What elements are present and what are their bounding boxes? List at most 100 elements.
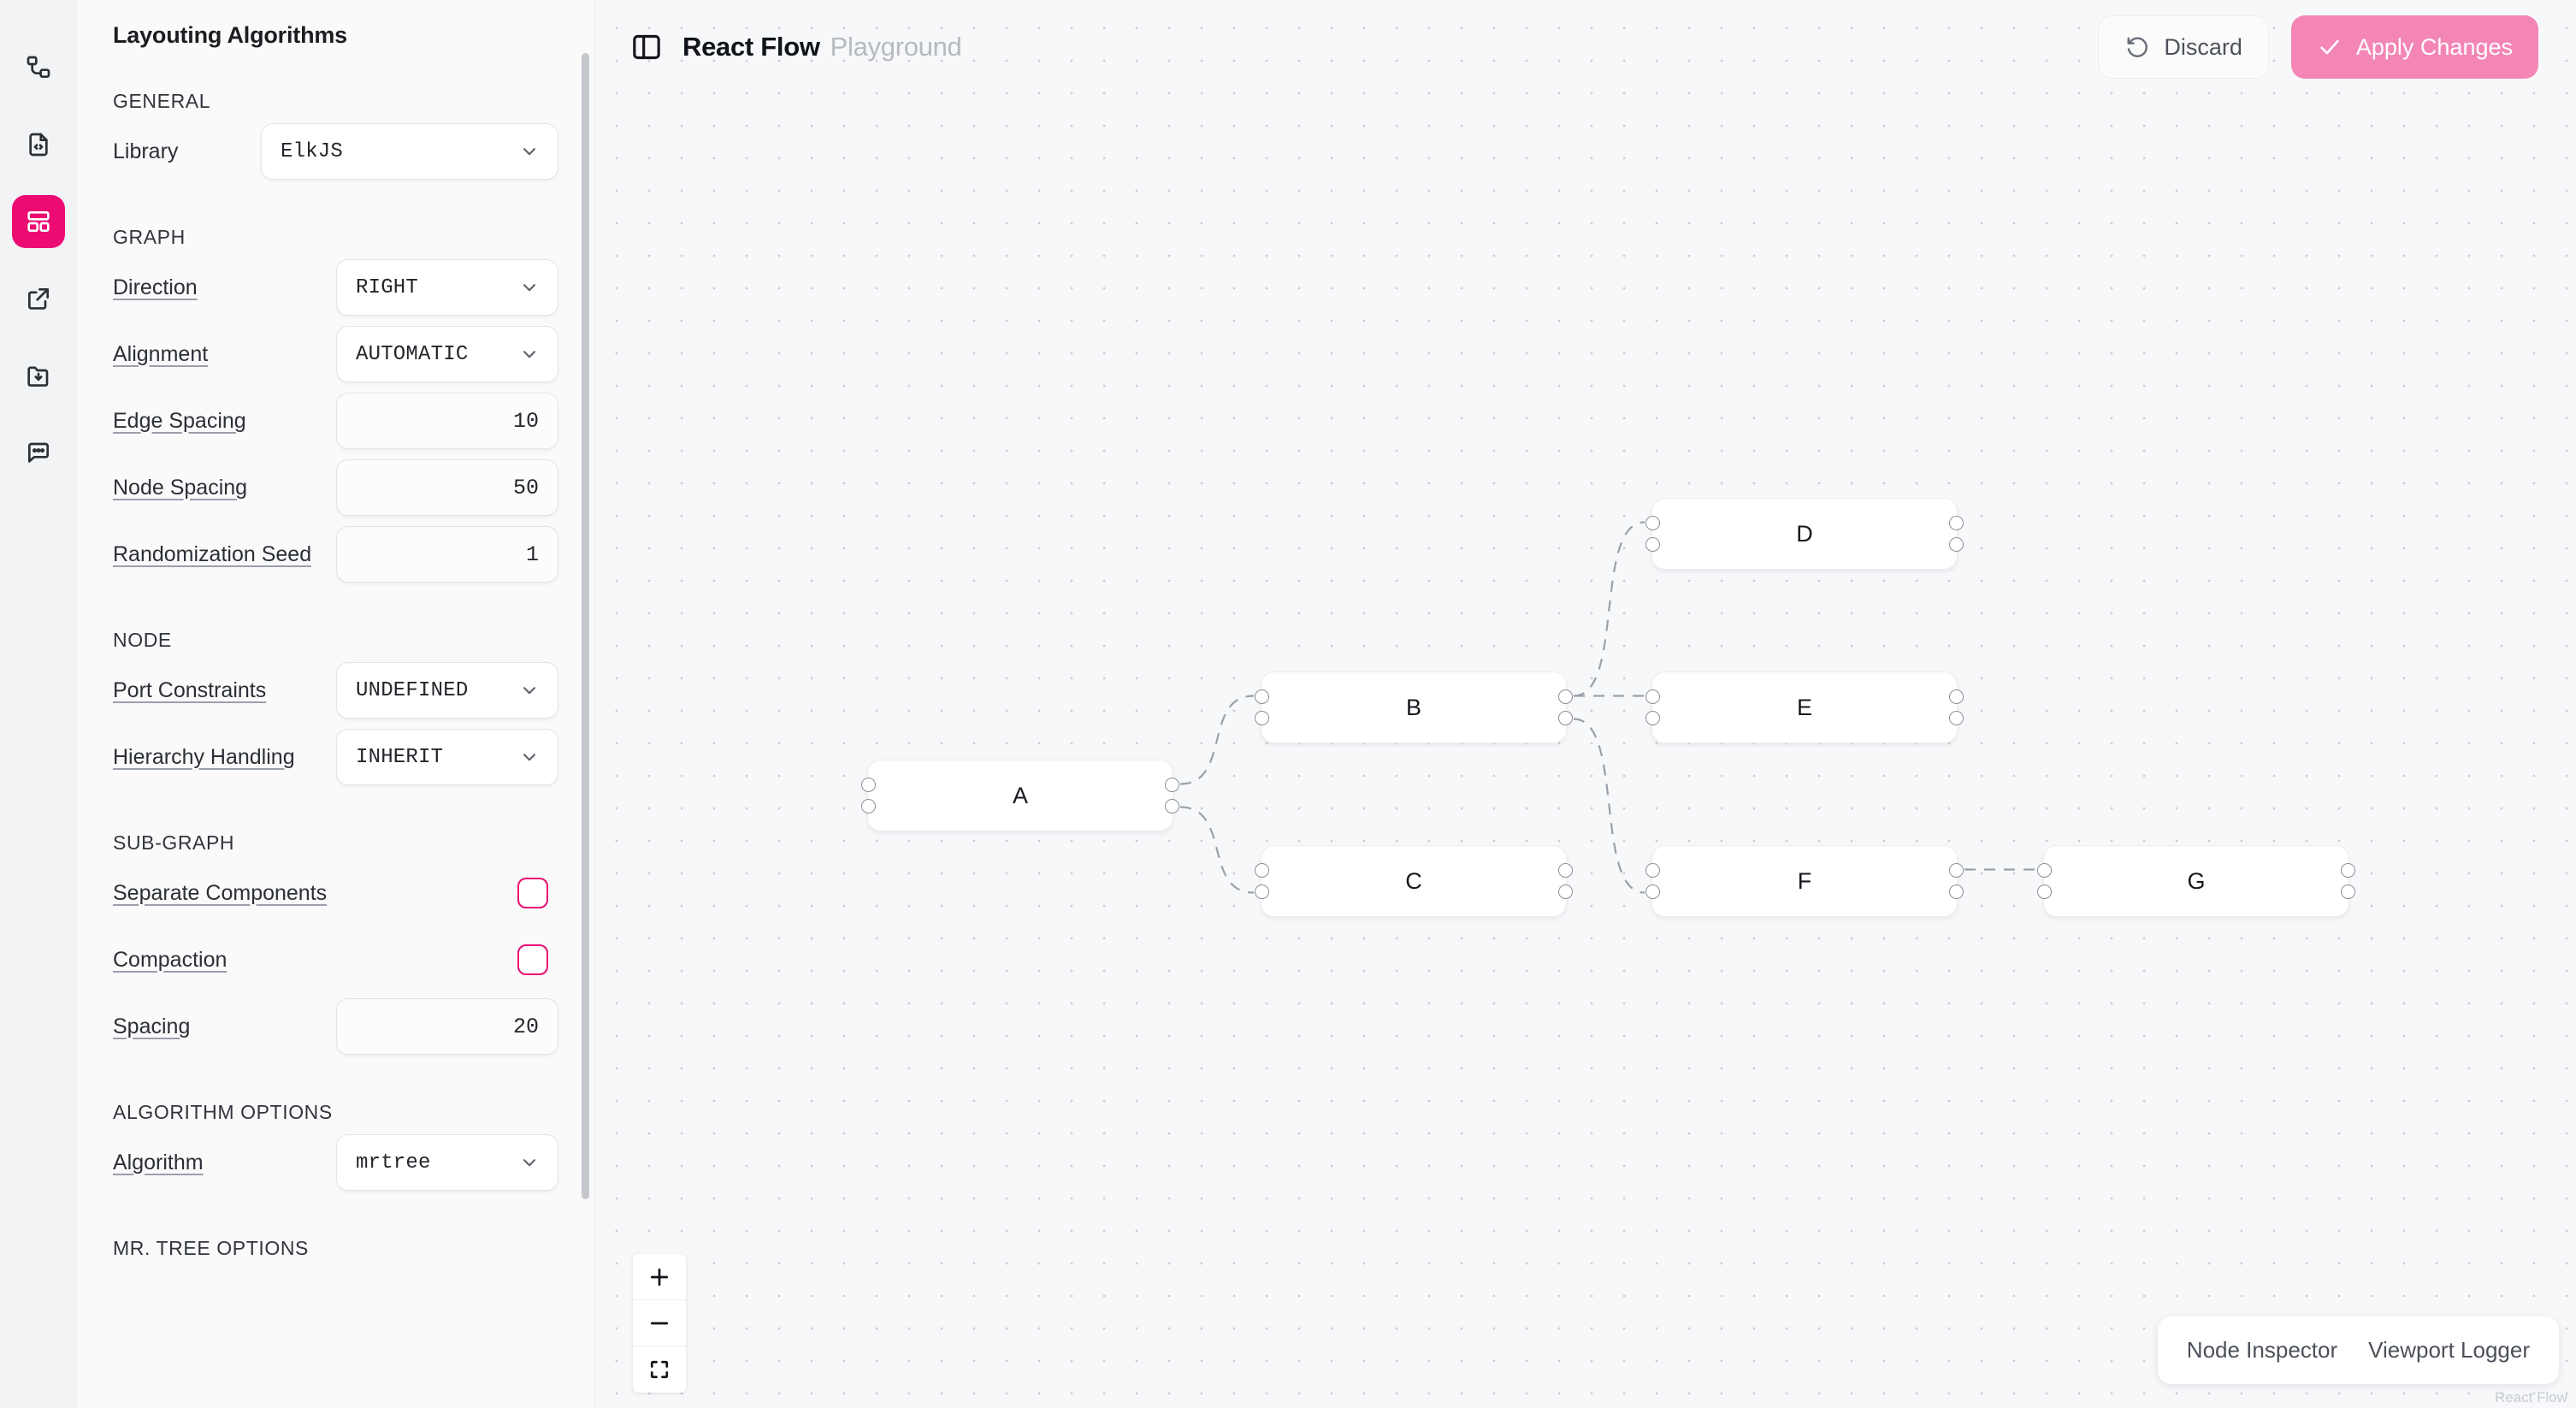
zoom-in-button[interactable]	[633, 1254, 686, 1300]
section-heading: SUB-GRAPH	[113, 831, 235, 854]
folder-download-icon[interactable]	[12, 349, 65, 402]
node-handle[interactable]	[861, 799, 876, 813]
node-handle[interactable]	[1255, 711, 1269, 725]
graph-node-f[interactable]: F	[1645, 845, 1964, 917]
discard-button[interactable]: Discard	[2098, 15, 2269, 79]
panel-toggle-icon[interactable]	[629, 30, 664, 64]
number-input[interactable]: 10	[336, 393, 558, 449]
graph-node-d[interactable]: D	[1645, 498, 1964, 570]
number-value: 10	[512, 408, 539, 434]
node-handle[interactable]	[1255, 689, 1269, 704]
file-code-icon[interactable]	[12, 118, 65, 171]
graph-node-e[interactable]: E	[1645, 671, 1964, 743]
setting-label: Compaction	[113, 947, 227, 972]
section-heading: GENERAL	[113, 90, 211, 112]
zoom-out-button[interactable]	[633, 1300, 686, 1346]
setting-row: Compaction	[113, 926, 558, 993]
number-input[interactable]: 20	[336, 998, 558, 1055]
graph-node-a[interactable]: A	[861, 760, 1179, 831]
discard-label: Discard	[2164, 33, 2242, 60]
chevron-down-icon	[518, 1151, 541, 1174]
node-handle[interactable]	[1645, 537, 1660, 552]
graph-node-g[interactable]: G	[2037, 845, 2355, 917]
select-control[interactable]: ElkJS	[261, 123, 558, 180]
graph-node-label: G	[2187, 867, 2206, 894]
viewport-logger-toggle[interactable]: Viewport Logger	[2368, 1337, 2530, 1363]
graph-node-label: E	[1796, 694, 1812, 720]
external-link-icon[interactable]	[12, 272, 65, 325]
node-handle[interactable]	[1165, 778, 1179, 792]
node-inspector-toggle[interactable]: Node Inspector	[2186, 1337, 2338, 1363]
select-control[interactable]: RIGHT	[336, 259, 558, 316]
select-control[interactable]: INHERIT	[336, 729, 558, 785]
fit-view-button[interactable]	[633, 1346, 686, 1393]
number-input[interactable]: 1	[336, 526, 558, 583]
panel-scrollbar[interactable]	[582, 53, 589, 1199]
node-handle[interactable]	[1558, 863, 1573, 878]
devtools-panel: Node Inspector Viewport Logger	[2157, 1316, 2559, 1384]
graph-edge	[1179, 695, 1255, 785]
graph-node-label: D	[1796, 520, 1813, 547]
undo-icon	[2124, 34, 2150, 60]
layout-dashboard-icon[interactable]	[12, 195, 65, 248]
node-handle[interactable]	[1949, 711, 1964, 725]
react-flow-attribution[interactable]: React Flow	[2494, 1389, 2567, 1405]
apply-changes-button[interactable]: Apply Changes	[2290, 15, 2538, 79]
setting-label: Edge Spacing	[113, 408, 246, 433]
checkbox-control[interactable]	[517, 878, 548, 908]
checkbox-control[interactable]	[517, 944, 548, 975]
node-handle[interactable]	[1558, 884, 1573, 899]
setting-label: Direction	[113, 275, 198, 299]
setting-row: Direction RIGHT	[113, 254, 558, 321]
chevron-down-icon	[518, 276, 541, 299]
select-control[interactable]: AUTOMATIC	[336, 326, 558, 382]
chevron-down-icon	[518, 746, 541, 768]
section-heading[interactable]: MR. TREE OPTIONS	[113, 1237, 309, 1259]
node-handle[interactable]	[1255, 884, 1269, 899]
node-graph-icon[interactable]	[12, 41, 65, 94]
node-handle[interactable]	[1645, 884, 1660, 899]
chevron-down-icon	[518, 343, 541, 365]
node-handle[interactable]	[861, 778, 876, 792]
section-heading[interactable]: ALGORITHM OPTIONS	[113, 1101, 333, 1123]
node-handle[interactable]	[1165, 799, 1179, 813]
node-handle[interactable]	[1949, 516, 1964, 530]
node-handle[interactable]	[1558, 689, 1573, 704]
node-handle[interactable]	[1645, 689, 1660, 704]
select-value: AUTOMATIC	[356, 342, 469, 366]
number-value: 1	[525, 541, 539, 567]
node-handle[interactable]	[2037, 863, 2052, 878]
select-control[interactable]: UNDEFINED	[336, 662, 558, 719]
node-handle[interactable]	[1949, 863, 1964, 878]
number-value: 20	[512, 1014, 539, 1039]
select-value: mrtree	[356, 1151, 431, 1174]
node-handle[interactable]	[1949, 537, 1964, 552]
node-handle[interactable]	[1645, 711, 1660, 725]
node-handle[interactable]	[1949, 884, 1964, 899]
node-handle[interactable]	[1645, 516, 1660, 530]
node-handle[interactable]	[2341, 884, 2355, 899]
setting-label: Separate Components	[113, 880, 328, 905]
node-handle[interactable]	[2037, 884, 2052, 899]
zoom-controls	[633, 1254, 686, 1393]
section-heading: GRAPH	[113, 226, 186, 248]
setting-label: Node Spacing	[113, 475, 248, 500]
select-control[interactable]: mrtree	[336, 1134, 558, 1191]
graph-edge	[1573, 521, 1645, 697]
node-handle[interactable]	[1645, 863, 1660, 878]
comment-dots-icon[interactable]	[12, 426, 65, 479]
node-handle[interactable]	[2341, 863, 2355, 878]
graph-node-c[interactable]: C	[1255, 845, 1573, 917]
node-handle[interactable]	[1255, 863, 1269, 878]
select-value: INHERIT	[356, 745, 444, 769]
number-input[interactable]: 50	[336, 459, 558, 516]
node-handle[interactable]	[1558, 711, 1573, 725]
node-handle[interactable]	[1949, 689, 1964, 704]
graph-node-b[interactable]: B	[1255, 671, 1573, 743]
